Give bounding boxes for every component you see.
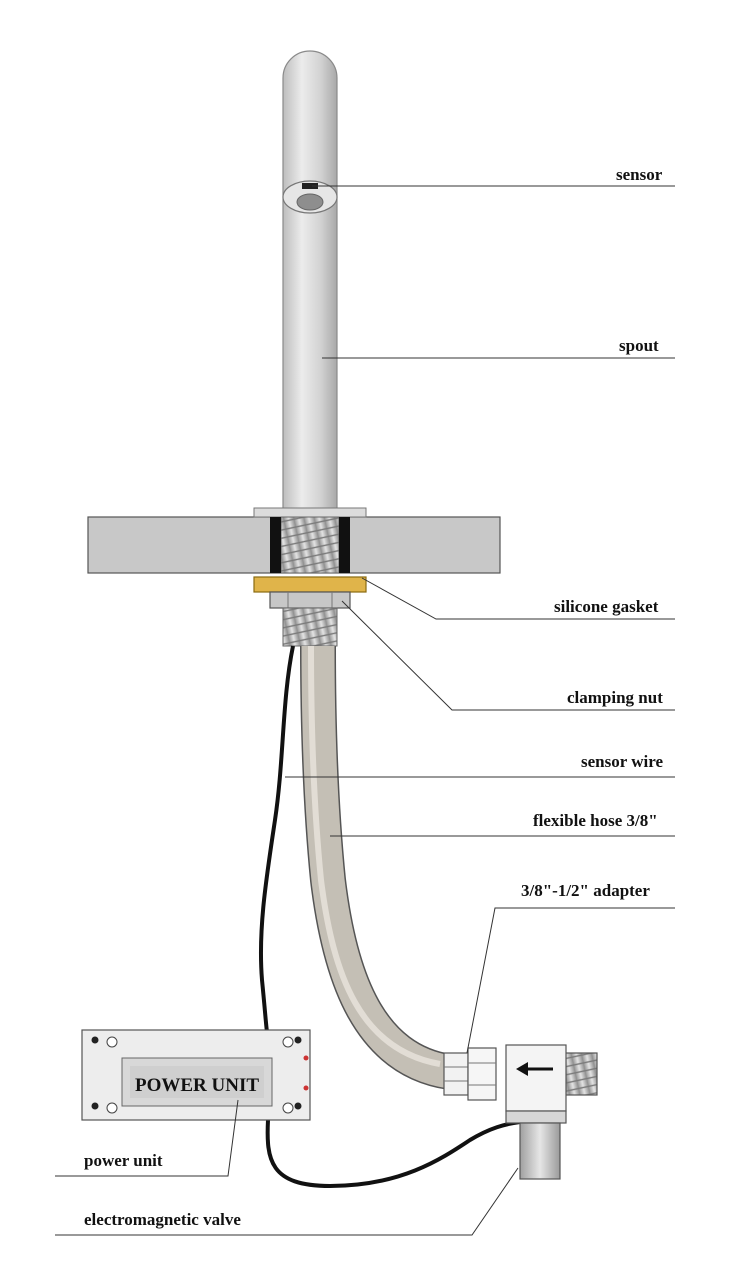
electromagnetic-valve <box>505 1044 598 1180</box>
clamping-nut <box>269 591 351 609</box>
label-electromagnetic-valve: electromagnetic valve <box>84 1210 241 1229</box>
flexible-hose <box>300 645 454 1090</box>
silicone-gasket <box>253 576 367 593</box>
spout <box>282 50 338 516</box>
label-silicone-gasket: silicone gasket <box>554 597 659 616</box>
label-spout: spout <box>619 336 659 355</box>
lower-shank <box>282 607 338 647</box>
label-flexible-hose: flexible hose 3/8" <box>533 811 658 830</box>
label-sensor-wire: sensor wire <box>581 752 663 771</box>
label-sensor: sensor <box>616 165 663 184</box>
valve-wire <box>265 1119 521 1189</box>
label-adapter: 3/8"-1/2" adapter <box>521 881 650 900</box>
label-clamping-nut: clamping nut <box>567 688 663 707</box>
power-unit-plate-text: POWER UNIT <box>135 1075 259 1096</box>
leader-lines <box>55 185 675 1236</box>
power-unit-box: POWER UNIT <box>81 1029 311 1121</box>
sensor-window <box>282 180 338 214</box>
label-power-unit: power unit <box>84 1151 163 1170</box>
sensor-wire <box>258 645 295 1033</box>
threaded-shank <box>270 516 350 574</box>
spout-base-collar <box>253 507 367 518</box>
adapter <box>443 1047 497 1101</box>
